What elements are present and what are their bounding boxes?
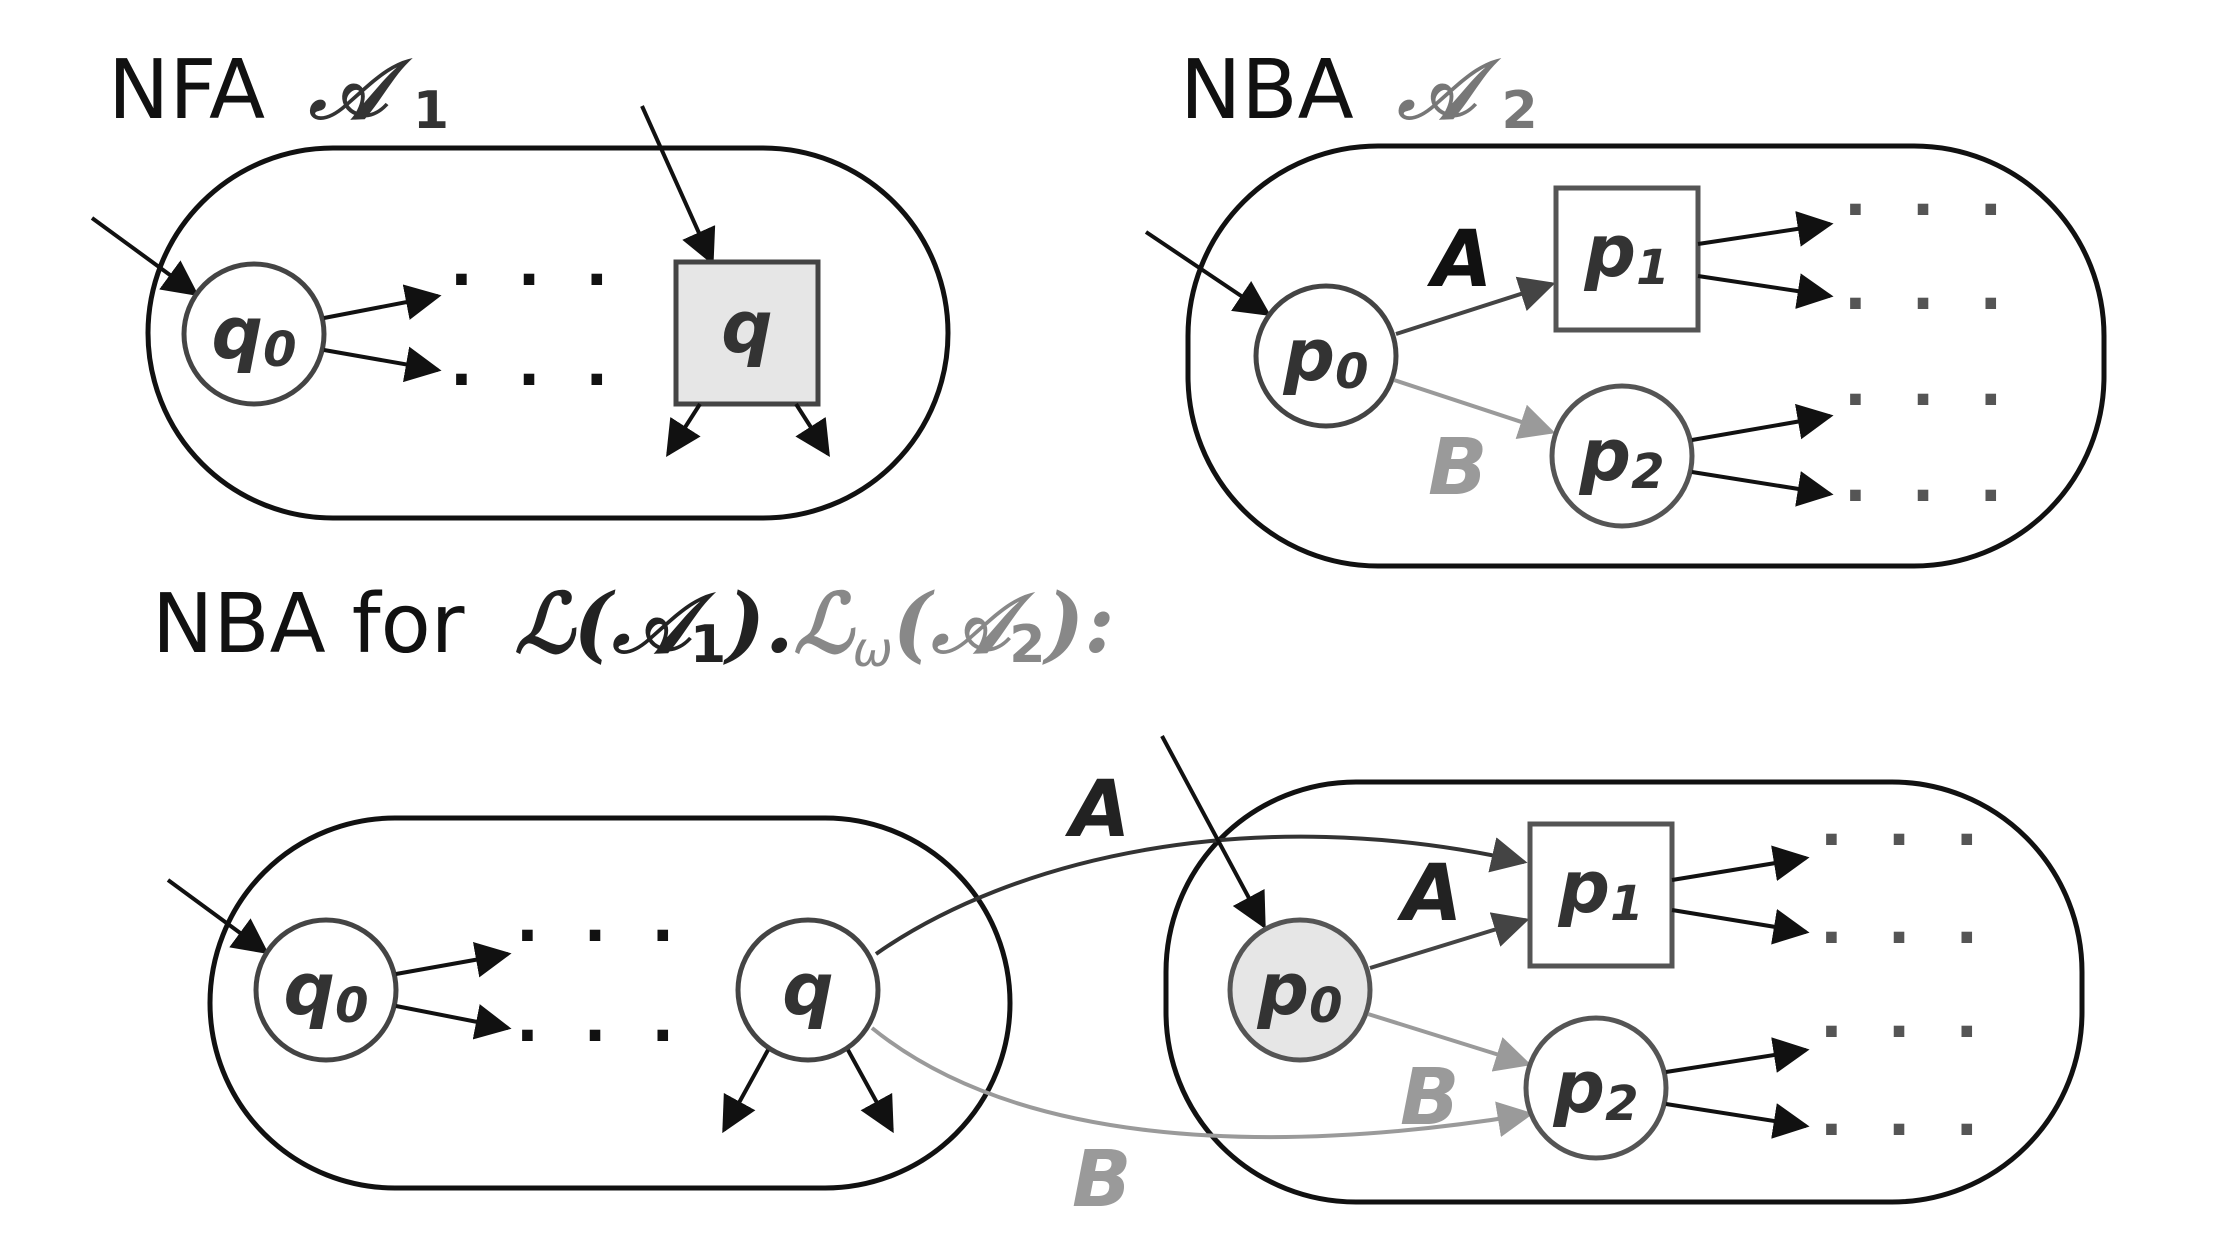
nfa-a1-dots-2: · · · bbox=[450, 345, 620, 415]
nfa-a1-panel: NFA 𝒜 1 q0 · · · · · · q bbox=[90, 42, 951, 521]
nfa-a1-state-q0-label: q0 bbox=[212, 291, 297, 378]
product-state-q-label: q bbox=[782, 947, 834, 1031]
nba-a2-initial-arrow-p0 bbox=[1144, 230, 1271, 317]
product-state-q bbox=[735, 917, 881, 1063]
product-dots-3: · · · bbox=[1820, 805, 1990, 875]
nba-a2-p2-out-arrow-1 bbox=[1691, 403, 1834, 442]
product-p1-out-arrow-2 bbox=[1671, 908, 1810, 945]
product-state-p0-label: p0 bbox=[1257, 947, 1343, 1034]
product-dots-6: · · · bbox=[1820, 1095, 1990, 1165]
nfa-a1-q0-out-arrow-1 bbox=[323, 284, 442, 320]
product-edge-label-q-p2: B bbox=[1072, 1135, 1131, 1225]
nba-a2-p1-out-arrow-2 bbox=[1697, 273, 1834, 309]
product-state-p2 bbox=[1523, 1015, 1669, 1161]
nfa-a1-dots-1: · · · bbox=[450, 245, 620, 315]
product-dots-2: · · · bbox=[516, 1001, 686, 1071]
nba-a2-dots-4: · · · bbox=[1844, 461, 2014, 531]
nfa-a1-q0-out-arrow-2 bbox=[323, 346, 442, 383]
product-state-p2-label: p2 bbox=[1553, 1045, 1639, 1132]
product-right-container bbox=[1163, 779, 2085, 1205]
nba-a2-state-p1 bbox=[1553, 185, 1701, 333]
product-edge-label-q-p1: A bbox=[1064, 765, 1130, 855]
nfa-a1-state-q bbox=[673, 259, 821, 407]
nba-a2-state-p1-label: p1 bbox=[1584, 209, 1670, 296]
nba-a2-state-p0 bbox=[1253, 283, 1399, 429]
product-p2-out-arrow-1 bbox=[1665, 1037, 1810, 1074]
product-dots-4: · · · bbox=[1820, 903, 1990, 973]
product-edge-label-p0-p2: B bbox=[1400, 1053, 1459, 1143]
product-p2-out-arrow-2 bbox=[1665, 1102, 1810, 1139]
nba-a2-edge-label-b: B bbox=[1428, 423, 1487, 513]
product-edge-label-p0-p1: A bbox=[1396, 849, 1462, 939]
nba-a2-dots-1: · · · bbox=[1844, 175, 2014, 245]
nba-a2-dots-3: · · · bbox=[1844, 365, 2014, 435]
nba-a2-edge-p0-p1 bbox=[1395, 276, 1556, 336]
product-edge-q-p1 bbox=[874, 834, 1528, 956]
nba-a2-p1-out-arrow-1 bbox=[1697, 211, 1834, 247]
product-edge-p0-p1 bbox=[1369, 912, 1530, 970]
nfa-a1-container bbox=[145, 145, 951, 521]
nba-a2-state-p2-label: p2 bbox=[1579, 413, 1665, 500]
product-state-q0 bbox=[253, 917, 399, 1063]
product-dots-1: · · · bbox=[516, 901, 686, 971]
nfa-a1-state-q-label: q bbox=[721, 285, 773, 369]
nfa-a1-state-q0 bbox=[181, 261, 327, 407]
nba-a2-dots-2: · · · bbox=[1844, 269, 2014, 339]
nfa-a1-initial-arrow-q bbox=[640, 105, 716, 266]
nba-a2-state-p2 bbox=[1549, 383, 1695, 529]
product-state-p1-label: p1 bbox=[1558, 845, 1644, 932]
product-edge-q-p2 bbox=[870, 1026, 1534, 1140]
nba-a2-p2-out-arrow-2 bbox=[1691, 470, 1834, 507]
product-state-p1 bbox=[1527, 821, 1675, 969]
nba-a2-edge-label-a: A bbox=[1426, 215, 1492, 305]
nba-a2-panel: NBA 𝒜 2 p0 A p1 · · · · · · B p2 · · · bbox=[1144, 42, 2107, 569]
product-state-p0 bbox=[1227, 917, 1373, 1063]
product-dots-5: · · · bbox=[1820, 997, 1990, 1067]
nfa-a1-q-out-arrow-1 bbox=[666, 402, 702, 458]
product-edge-p0-p2 bbox=[1367, 1012, 1532, 1072]
product-initial-arrow-p0 bbox=[1160, 735, 1266, 930]
product-left-container bbox=[207, 815, 1013, 1191]
nba-a2-container bbox=[1185, 143, 2107, 569]
product-title: NBA for ℒ(𝒜1).ℒω(𝒜2): bbox=[152, 576, 1114, 678]
product-panel: q0 · · · · · · q A B p0 A p1 · · · bbox=[166, 735, 2085, 1225]
product-q-out-arrow-2 bbox=[846, 1049, 894, 1134]
nba-a2-title: NBA 𝒜 2 bbox=[1180, 42, 1538, 141]
product-initial-arrow-q0 bbox=[166, 878, 269, 955]
product-state-q0-label: q0 bbox=[284, 947, 369, 1034]
product-p1-out-arrow-1 bbox=[1671, 845, 1810, 882]
nba-a2-edge-p0-p2 bbox=[1393, 378, 1556, 439]
nba-a2-state-p0-label: p0 bbox=[1283, 313, 1369, 400]
nfa-a1-title: NFA 𝒜 1 bbox=[108, 42, 449, 141]
product-q0-out-arrow-2 bbox=[395, 1004, 512, 1040]
product-q-out-arrow-1 bbox=[722, 1049, 770, 1134]
product-q0-out-arrow-1 bbox=[395, 941, 512, 978]
nfa-a1-initial-arrow-q0 bbox=[90, 216, 199, 297]
nfa-a1-q-out-arrow-2 bbox=[794, 402, 830, 458]
